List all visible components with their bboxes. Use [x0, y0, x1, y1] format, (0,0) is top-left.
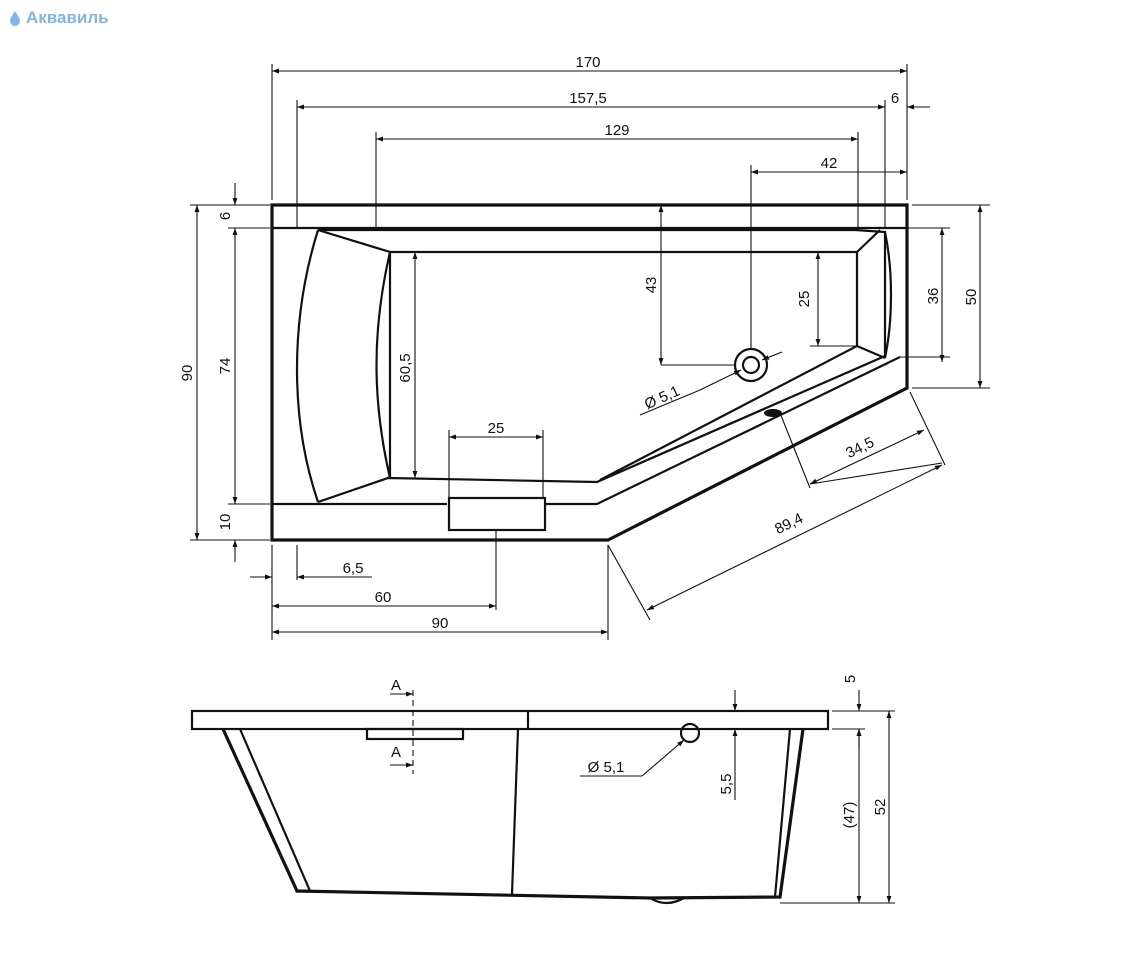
headrest-left: [295, 228, 392, 503]
dim-line-34-5-base: [809, 462, 943, 485]
side-inner-wall: [238, 728, 792, 898]
leader-drain: [699, 369, 742, 391]
rim-inner-line: [272, 226, 907, 506]
dim-edge-top: 6: [217, 212, 234, 220]
dim-rim: 5: [842, 675, 859, 683]
overflow-profile: [365, 727, 465, 741]
dim-total-length: 170: [575, 54, 600, 71]
dim-edge-right: 6: [891, 90, 899, 107]
basin-floor: [390, 250, 859, 481]
drain-outer-circle: [733, 347, 769, 383]
overflow-unit: [447, 496, 547, 532]
drain-grate: [764, 409, 782, 417]
side-view-dimensions: A A Ø 5,1 5,5 5 (47) 52: [390, 675, 895, 904]
dim-height-total: 90: [179, 365, 196, 382]
leader-drain-side: [641, 739, 685, 777]
dim-depth-inner: (47): [841, 802, 858, 829]
drain-profile: [679, 722, 701, 744]
side-view: [190, 690, 830, 905]
rim-profile: [190, 709, 830, 731]
headrest-right: [856, 229, 893, 360]
logo: Аквавиль: [8, 8, 109, 28]
dim-right-36: 36: [925, 288, 942, 305]
dim-overflow-width: 25: [488, 420, 505, 437]
top-view-dimensions: 170 157,5 6 129 42 90 74 6 10 43 25 36 5: [179, 54, 990, 640]
dim-headrest: 60,5: [397, 353, 414, 382]
dim-bottom-90: 90: [432, 615, 449, 632]
dim-drain-diameter-top: Ø 5,1: [642, 383, 682, 413]
side-foot: [649, 897, 685, 905]
dim-bottom-6-5: 6,5: [343, 560, 364, 577]
droplet-icon: [10, 11, 20, 26]
dim-inner-length: 157,5: [569, 90, 607, 107]
dim-right-50: 50: [963, 289, 980, 306]
dim-bottom-60: 60: [375, 589, 392, 606]
dim-drain-height: 5,5: [718, 774, 735, 795]
dim-basin-length: 129: [604, 122, 629, 139]
dim-slope-34-5: 34,5: [843, 434, 877, 462]
dim-drain-offset: 42: [821, 155, 838, 172]
dim-depth-total: 52: [872, 799, 889, 816]
logo-text: Аквавиль: [26, 8, 109, 27]
dim-edge-bottom: 10: [217, 514, 234, 531]
top-view: [270, 203, 909, 542]
dim-drain-diameter-side: Ø 5,1: [588, 759, 625, 776]
bath-outline-top: [270, 203, 909, 542]
dim-right-inner: 25: [796, 291, 813, 308]
section-a-top: A: [391, 677, 401, 694]
drain-inner-circle: [741, 355, 761, 375]
section-a-bottom: A: [391, 744, 401, 761]
dim-height-inner: 74: [217, 358, 234, 375]
leader-drain-right: [761, 351, 783, 361]
dim-line-89-4: [646, 464, 943, 611]
leader-drain-base: [639, 389, 701, 416]
extension-lines: [190, 64, 990, 640]
dim-drain-depth: 43: [643, 277, 660, 294]
